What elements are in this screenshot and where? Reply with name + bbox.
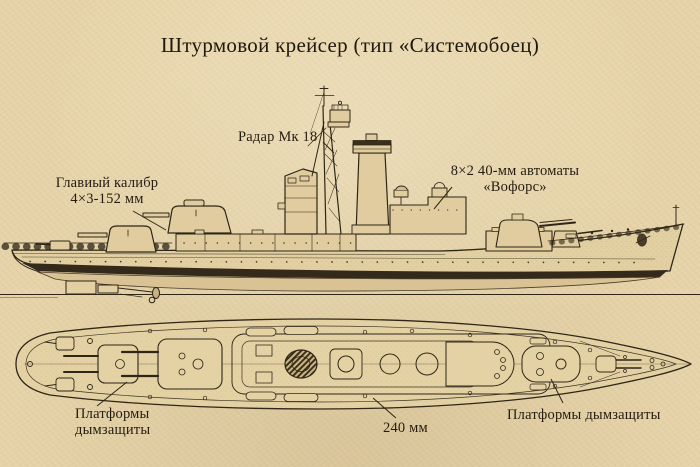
radar-leader-line [322,141,335,154]
lattice-mast [307,85,351,235]
smoke-platform-plan [521,337,581,391]
aa-guns-label: 8×2 40-мм автоматы «Вофорс» [436,163,594,195]
main-caliber-label: Главиый калибр 4×3-152 мм [38,175,176,207]
ship-boats-plan [245,326,319,402]
aa-guns-label-line1: 8×2 40-мм автоматы [450,163,580,179]
main-turret-2 [142,199,232,234]
stern-gun-mount [35,240,71,251]
turret-plan-aft-2 [120,338,223,390]
smoke-right-leader-line [550,378,564,404]
turret-plan-aft-1 [63,344,139,384]
page-title: Штурмовой крейсер (тип «Системобоец) [160,33,540,57]
stern-side-mounts-plan [44,336,93,392]
foredeck [547,204,685,247]
smoke-platforms-left-line2: дымзащиты [75,422,151,439]
radar-label: Радар Мк 18 [238,129,318,145]
side-view-drawing [0,85,700,304]
smoke-platforms-right-label: Платформы дымзащиты [507,407,661,423]
hull-underbody [37,271,661,292]
beam-leader-line [372,397,397,419]
funnel-plan [284,349,318,379]
top-view-drawing [15,318,692,410]
smoke-platforms-left-label: Платформы дымзащиты [75,406,150,438]
smoke-left-leader-line [96,381,128,407]
main-caliber-label-line1: Главиый калибр [55,175,159,191]
aa-guns-label-line2: «Вофорс» [483,179,547,196]
bofors-mount [495,213,576,248]
funnel [351,133,395,235]
main-caliber-leader-line [132,210,167,231]
radar-antenna [329,100,351,123]
main-turret-1 [77,225,157,253]
leader-lines [96,141,564,419]
smoke-platforms-left-line1: Платформы [75,406,150,422]
superstructure-plan [231,333,551,395]
searchlight-platform [393,185,409,205]
propeller-rudder-gear [65,280,160,304]
bow-fittings-plan [579,340,666,388]
aft-deckhouse [175,229,357,252]
deck-hatches-plan [147,327,627,401]
beam-dimension-label: 240 мм [383,420,428,436]
boot-topping-band [22,263,668,279]
main-caliber-label-line2: 4×3-152 мм [70,191,144,208]
bridge-tower [277,168,318,235]
aa-leader-line [433,186,453,210]
